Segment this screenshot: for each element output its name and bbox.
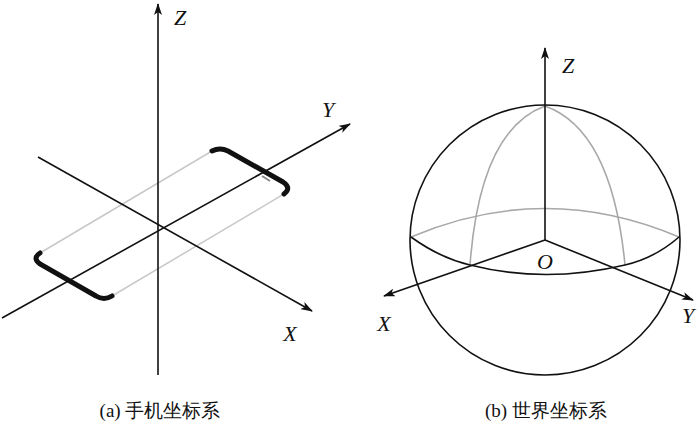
phone-axes (2, 4, 350, 375)
axis-label: Z (174, 7, 186, 29)
axis-label: Y (322, 99, 334, 121)
axis-label: X (377, 313, 390, 335)
subfigure-caption: (b) 世界坐标系 (485, 401, 607, 420)
axis-label: Z (562, 55, 574, 77)
axis-label: X (283, 323, 296, 345)
subfigure-caption: (a) 手机坐标系 (100, 401, 221, 420)
axis-label: Y (682, 305, 694, 327)
world-axes (384, 48, 693, 300)
origin-label: O (537, 251, 553, 273)
